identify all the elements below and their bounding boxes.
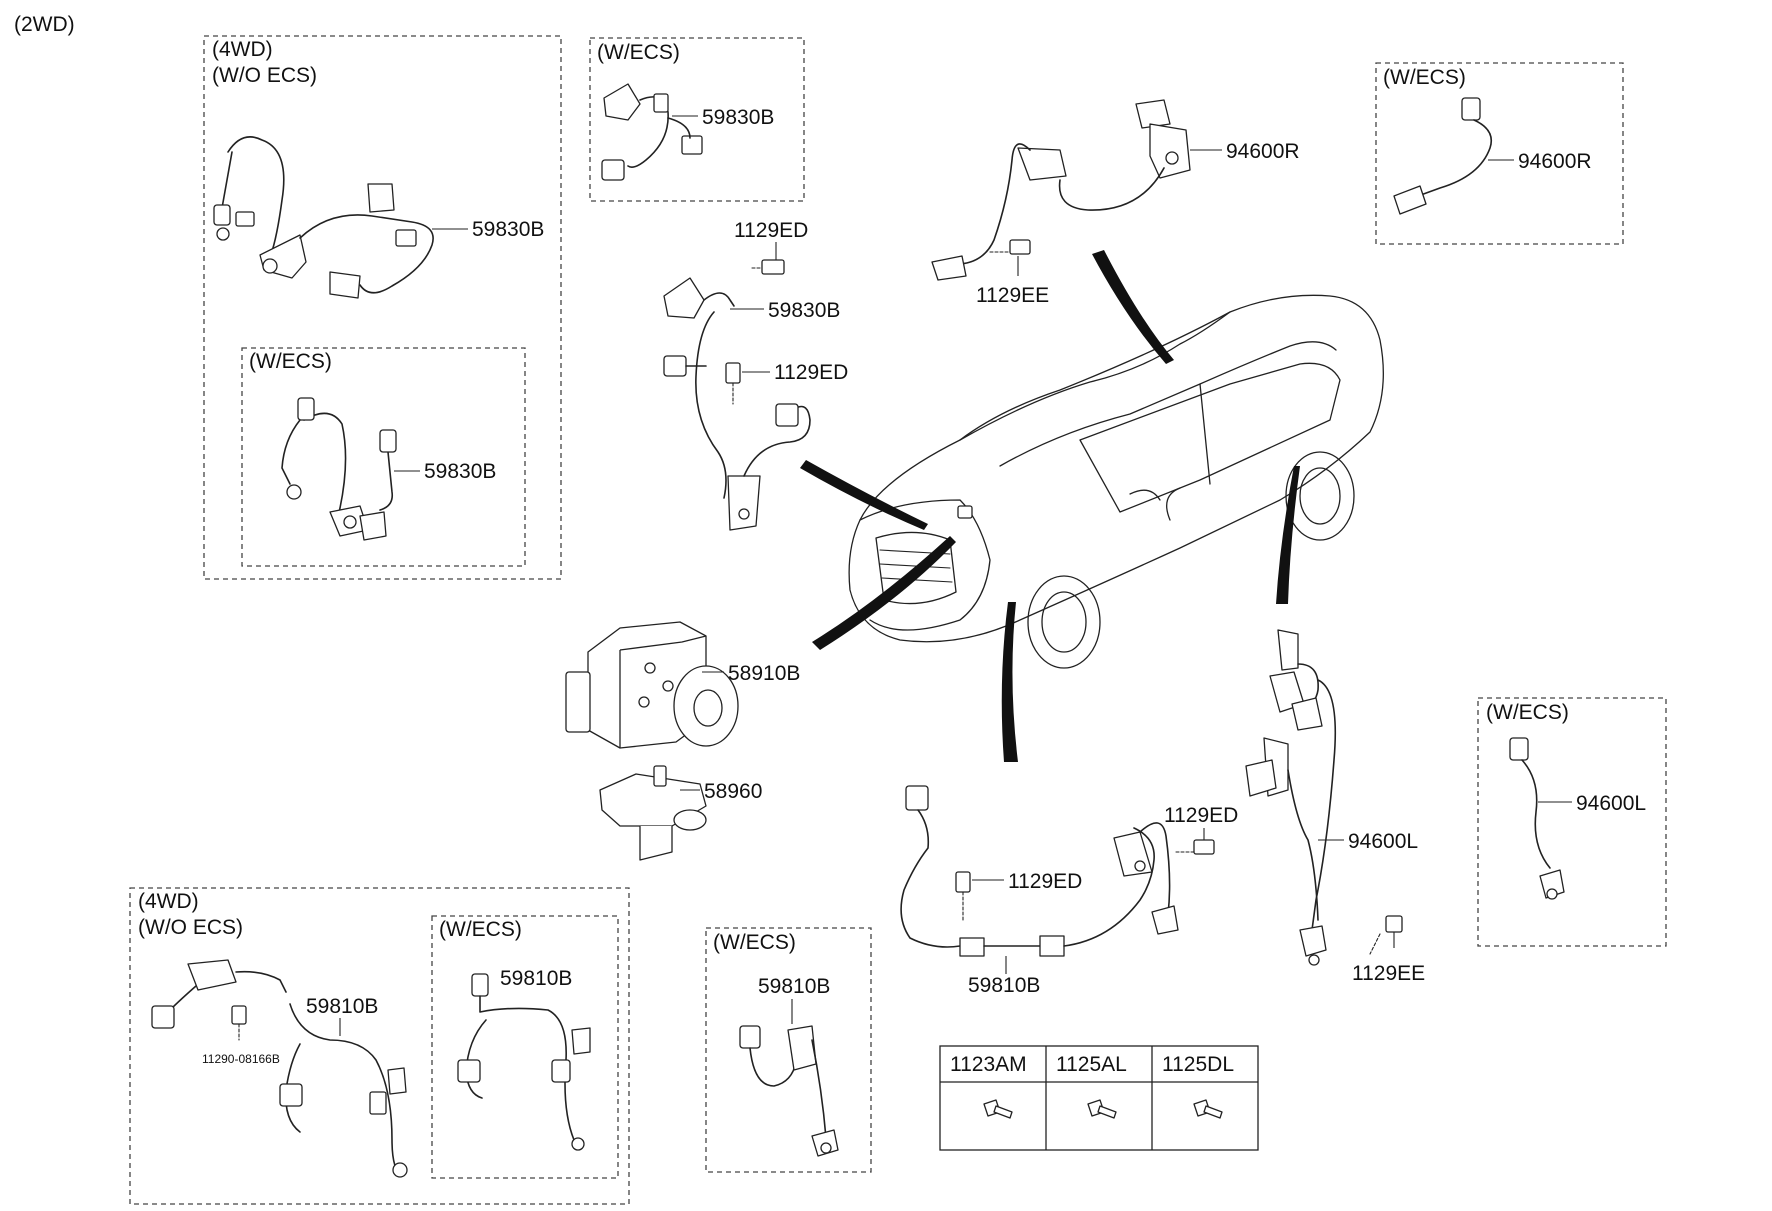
- bolt-label-1129ed: 1129ED: [1008, 870, 1082, 893]
- part-number-59810b: 59810B: [500, 967, 572, 990]
- bolt-label-11290-08166b: 11290-08166B: [202, 1052, 280, 1066]
- table-header-1125al: 1125AL: [1056, 1053, 1127, 1076]
- bolt-icon: [725, 362, 741, 405]
- bolt-icon: [751, 259, 785, 275]
- rear-wheel-speed-sensor-illustration: [1245, 629, 1337, 966]
- group-title-wecs: (W/ECS): [713, 931, 796, 954]
- group-box-wecs-top-right: [1375, 62, 1624, 245]
- wheel-speed-sensor-illustration: [1393, 97, 1493, 215]
- front-wheel-speed-sensor-illustration: [663, 277, 811, 531]
- part-number-59810b: 59810B: [758, 975, 830, 998]
- pointer-arrow: [800, 460, 928, 530]
- group-box-4wd-front-right: [203, 35, 562, 580]
- bolt-label-1129ed: 1129ED: [734, 219, 808, 242]
- bolt-icon: [1087, 1099, 1117, 1119]
- group-title-4wd: (4WD): [138, 890, 199, 913]
- bolt-icon: [989, 239, 1031, 255]
- wheel-speed-sensor-illustration: [601, 83, 703, 181]
- part-number-59830b: 59830B: [472, 218, 544, 241]
- bolt-icon: [1175, 839, 1215, 855]
- rear-wheel-speed-sensor-illustration: [931, 99, 1191, 281]
- group-title-wecs: (W/ECS): [1486, 701, 1569, 724]
- part-number-59830b: 59830B: [424, 460, 496, 483]
- bolt-label-1129ed: 1129ED: [774, 361, 848, 384]
- pointer-arrow: [1276, 466, 1300, 604]
- part-number-58910b: 58910B: [728, 662, 800, 685]
- part-number-94600l: 94600L: [1348, 830, 1418, 853]
- vehicle-illustration: [848, 294, 1384, 669]
- bolt-icon: [1193, 1099, 1223, 1119]
- group-title-4wd: (4WD): [212, 38, 273, 61]
- variant-label: (2WD): [14, 13, 75, 36]
- group-box-wecs-bottom-center: [705, 927, 872, 1173]
- group-title-wo-ecs: (W/O ECS): [212, 64, 317, 87]
- part-number-59810b: 59810B: [968, 974, 1040, 997]
- group-title-wecs: (W/ECS): [1383, 66, 1466, 89]
- wheel-speed-sensor-illustration: [1509, 737, 1565, 900]
- wheel-speed-sensor-illustration: [151, 959, 408, 1178]
- part-number-58960: 58960: [704, 780, 762, 803]
- part-number-59830b: 59830B: [702, 106, 774, 129]
- wheel-speed-sensor-illustration: [739, 1025, 839, 1157]
- bolt-label-1129ed: 1129ED: [1164, 804, 1238, 827]
- group-title-wecs: (W/ECS): [597, 41, 680, 64]
- group-box-4wd-front-left: [129, 887, 630, 1205]
- group-title-wo-ecs: (W/O ECS): [138, 916, 243, 939]
- table-header-1125dl: 1125DL: [1162, 1053, 1234, 1076]
- group-title-wecs: (W/ECS): [439, 918, 522, 941]
- front-wheel-speed-sensor-illustration: [900, 785, 1179, 957]
- bracket-illustration: [599, 765, 707, 861]
- part-number-94600r: 94600R: [1518, 150, 1592, 173]
- bolt-label-1129ee: 1129EE: [976, 284, 1049, 307]
- part-number-94600r: 94600R: [1226, 140, 1300, 163]
- pointer-arrow: [1092, 250, 1174, 364]
- wheel-speed-sensor-illustration: [213, 136, 434, 299]
- part-number-59810b: 59810B: [306, 995, 378, 1018]
- bolt-icon: [1369, 915, 1403, 955]
- hecu-module-illustration: [565, 621, 739, 749]
- bolt-label-1129ee: 1129EE: [1352, 962, 1425, 985]
- table-header-1123am: 1123AM: [950, 1053, 1027, 1076]
- group-box-wecs-inner: [431, 915, 619, 1179]
- fastener-table: 1123AM 1125AL 1125DL: [939, 1045, 1259, 1151]
- bolt-icon: [983, 1099, 1013, 1119]
- pointer-arrow: [1001, 602, 1018, 762]
- group-box-wecs-right-mid: [1477, 697, 1667, 947]
- pointer-arrow: [812, 536, 956, 650]
- part-number-94600l: 94600L: [1576, 792, 1646, 815]
- group-title-wecs: (W/ECS): [249, 350, 332, 373]
- group-box-wecs-inner: [241, 347, 526, 567]
- part-number-59830b: 59830B: [768, 299, 840, 322]
- bolt-icon: [955, 871, 971, 923]
- wheel-speed-sensor-illustration: [457, 973, 591, 1151]
- wheel-speed-sensor-illustration: [281, 397, 397, 541]
